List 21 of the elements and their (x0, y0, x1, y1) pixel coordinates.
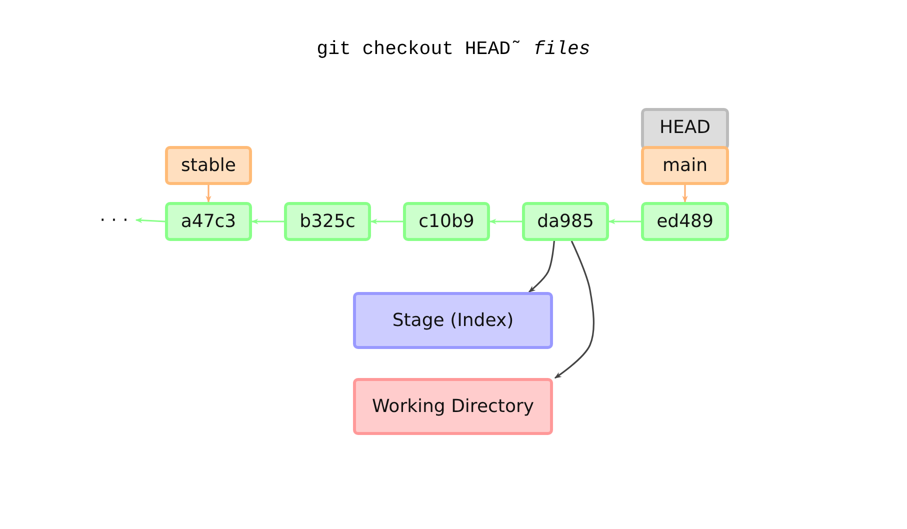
arrow (554, 240, 594, 379)
head-label: HEAD (641, 108, 729, 150)
arrow (370, 218, 403, 224)
stage-box: Stage (Index) (353, 292, 553, 349)
working-directory-box: Working Directory (353, 378, 553, 435)
arrow (135, 218, 166, 224)
commit-box: b325c (284, 202, 371, 241)
arrow (489, 218, 522, 224)
branch-label: main (641, 146, 729, 185)
arrow (682, 185, 688, 203)
commit-box: da985 (522, 202, 609, 241)
arrow (206, 185, 212, 203)
arrow (528, 240, 555, 293)
ellipsis: · · · (92, 206, 136, 234)
arrow (608, 218, 641, 224)
branch-label: stable (165, 146, 252, 185)
arrow (251, 218, 284, 224)
commit-box: ed489 (641, 202, 729, 241)
commit-box: c10b9 (403, 202, 490, 241)
commit-box: a47c3 (165, 202, 252, 241)
title: git checkout HEAD˜ files (316, 38, 592, 60)
